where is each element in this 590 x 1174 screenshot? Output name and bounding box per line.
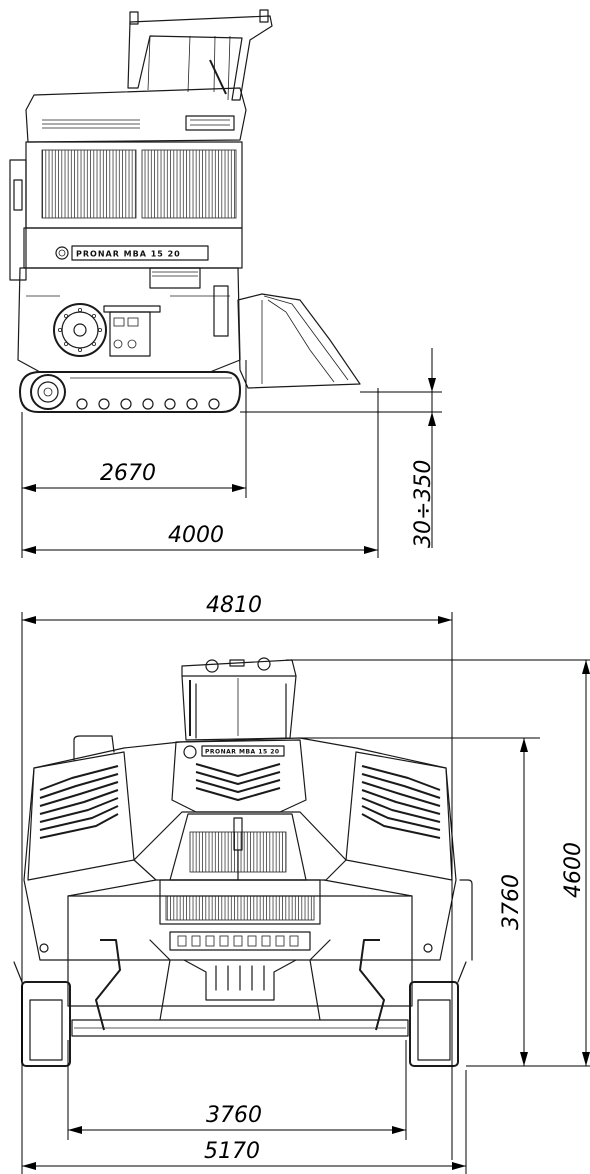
- dim-label-5170: 5170: [204, 1139, 260, 1164]
- side-screed: [237, 293, 361, 389]
- side-cab-frame: [127, 9, 273, 101]
- side-brand-plate: PRONAR MBA 15 20: [76, 250, 181, 259]
- dim-label-4810: 4810: [206, 593, 262, 618]
- side-engine-panel: [9, 141, 243, 281]
- front-dimensions: 4810 4600 3760 3760 5170: [21, 593, 590, 1174]
- front-body: PRONAR MBA 15 20: [23, 735, 473, 961]
- side-chassis: [17, 267, 241, 373]
- dim-label-4600: 4600: [561, 842, 586, 898]
- side-view: PRONAR MBA 15 20: [9, 9, 442, 558]
- front-cab: [181, 657, 297, 741]
- dim-label-height-range: 30÷350: [411, 460, 436, 548]
- front-brand-plate: PRONAR MBA 15 20: [205, 749, 280, 756]
- dim-label-3760-horizontal: 3760: [206, 1103, 262, 1128]
- side-crawler-track: [19, 371, 241, 413]
- side-mid-body: PRONAR MBA 15 20: [23, 227, 243, 289]
- track-rollers: [76, 398, 220, 410]
- gear-bolts: [58, 307, 103, 352]
- side-dimensions: 2670 4000 30÷350: [21, 348, 442, 558]
- dim-label-4000: 4000: [168, 523, 224, 548]
- screed-tines: [215, 965, 265, 991]
- hood-chevrons: [195, 763, 281, 801]
- side-upper-body: [25, 87, 247, 143]
- front-hopper: [67, 811, 413, 925]
- right-vent-slats: [361, 765, 441, 839]
- auger-teeth: [177, 935, 299, 947]
- left-vent-slats: [39, 765, 119, 839]
- dim-label-2670: 2670: [100, 461, 156, 486]
- front-view: PRONAR MBA 15 20: [13, 593, 590, 1174]
- front-undercarriage: [39, 895, 433, 1037]
- dim-label-3760-vertical: 3760: [499, 874, 524, 930]
